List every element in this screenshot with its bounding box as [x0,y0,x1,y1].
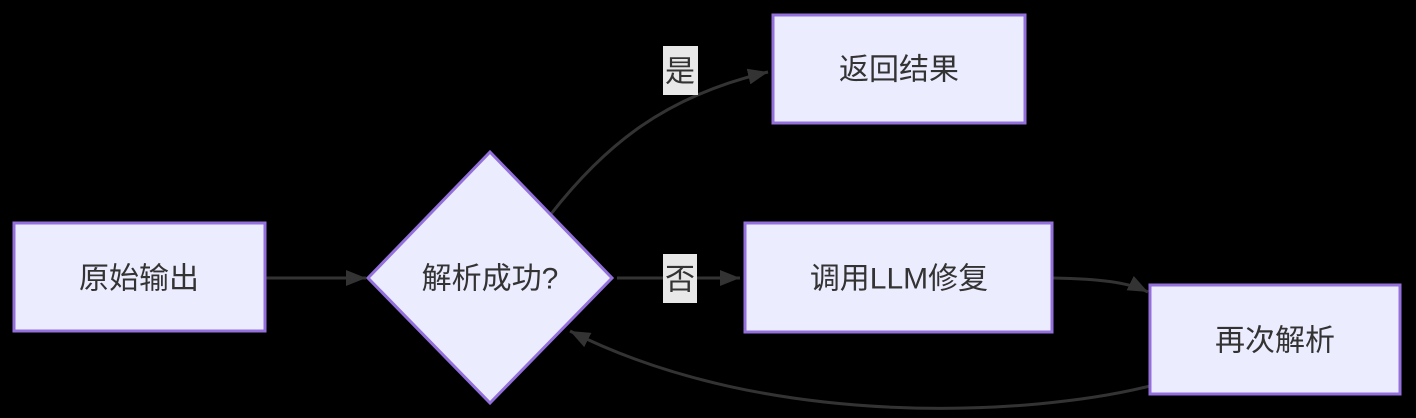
edge-label-yes: 是 [663,46,698,95]
node-parse-success-label: 解析成功? [422,263,559,296]
node-call-llm-fix: 调用LLM修复 [743,221,1054,334]
node-reparse: 再次解析 [1148,283,1402,396]
edge-label-yes-text: 是 [665,56,695,89]
node-raw-output-shape [12,221,267,333]
edge-call-llm-fix-to-reparse [1052,275,1149,294]
edge-parse-success-to-return-result [549,68,769,215]
node-return-result-shape [771,13,1027,125]
edge-reparse-to-parse-success [569,329,1151,410]
node-call-llm-fix-label: 调用LLM修复 [810,263,988,296]
node-call-llm-fix-shape [743,221,1054,334]
node-return-result: 返回结果 [771,13,1027,125]
edge-label-yes-background [663,46,698,95]
node-raw-output-label: 原始输出 [79,263,199,296]
node-parse-success: 解析成功? [365,149,615,406]
node-return-result-label: 返回结果 [839,54,959,87]
node-parse-success-shape [365,149,615,406]
node-raw-output: 原始输出 [12,221,267,333]
node-reparse-shape [1148,283,1402,396]
edge-label-no: 否 [663,254,697,303]
edge-label-no-text: 否 [665,264,695,297]
edge-label-no-background [663,254,697,303]
node-reparse-label: 再次解析 [1215,325,1335,358]
